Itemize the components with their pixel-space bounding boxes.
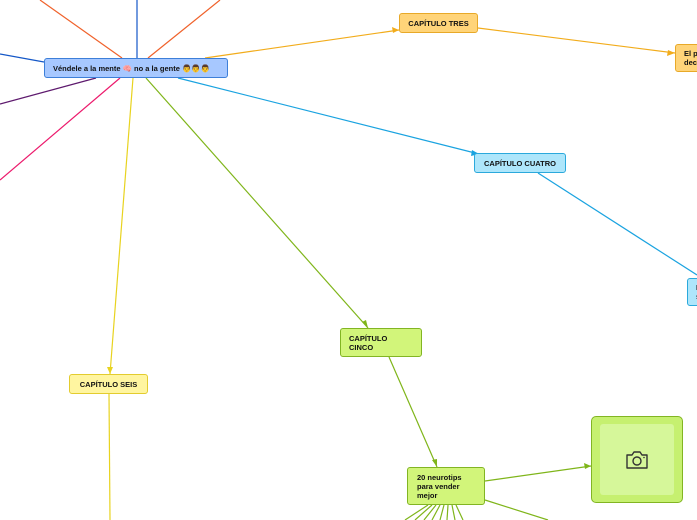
node-tres-child-line2: dec [684,58,697,67]
connector-offscreen-magenta [0,77,121,181]
connector-tips-image [484,465,592,482]
camera-icon [626,450,648,469]
node-capitulo-cinco[interactable]: CAPÍTULO CINCO [340,328,422,357]
arrowhead-tres [392,27,399,33]
node-neurotips-line3: mejor [417,490,438,500]
node-tres-child-line1: El p [684,49,697,58]
node-neurotips-line1: 20 neurotips [417,472,462,482]
arrowhead-tres-child [667,50,675,56]
connector-tips-children-fan [404,504,464,520]
node-root-topic[interactable]: Véndele a la mente 🧠 no a la gente 👨👨👨 [44,58,228,78]
connector-tips-child-right [484,499,549,520]
connector-cinco-tips [388,356,438,468]
arrowhead-tips [432,459,437,467]
arrowhead-seis [107,367,113,374]
connector-root-seis [109,77,134,375]
connector-offscreen-left [0,53,45,63]
connector-root-cuatro [177,77,480,155]
connector-root-cinco [145,77,369,329]
node-capitulo-tres-label: CAPÍTULO TRES [408,18,469,28]
connector-cuatro-child [537,172,697,276]
node-root-label: Véndele a la mente 🧠 no a la gente 👨👨👨 [53,63,210,73]
image-placeholder-area [600,424,674,495]
connector-offscreen-upper-right [147,0,221,59]
arrowhead-cinco [362,320,368,328]
connector-offscreen-upper-left [39,0,123,59]
node-capitulo-cuatro[interactable]: CAPÍTULO CUATRO [474,153,566,173]
node-image-placeholder[interactable] [591,416,683,503]
node-capitulo-cuatro-label: CAPÍTULO CUATRO [484,158,556,168]
connector-root-tres [204,29,400,59]
node-tres-child-partial[interactable]: El p dec [675,44,697,72]
node-capitulo-tres[interactable]: CAPÍTULO TRES [399,13,478,33]
node-capitulo-seis-label: CAPÍTULO SEIS [79,379,138,389]
connector-offscreen-purple [0,77,97,105]
node-cuatro-child-partial[interactable]: I s [687,278,697,306]
node-capitulo-cinco-line2: CINCO [349,342,374,352]
connector-seis-down [108,393,111,520]
node-neurotips[interactable]: 20 neurotips para vender mejor [407,467,485,505]
node-neurotips-line2: para vender [417,481,460,491]
node-capitulo-cinco-line1: CAPÍTULO [349,333,388,343]
arrowhead-image [584,463,591,469]
connector-tres-child [477,27,676,54]
node-capitulo-seis[interactable]: CAPÍTULO SEIS [69,374,148,394]
